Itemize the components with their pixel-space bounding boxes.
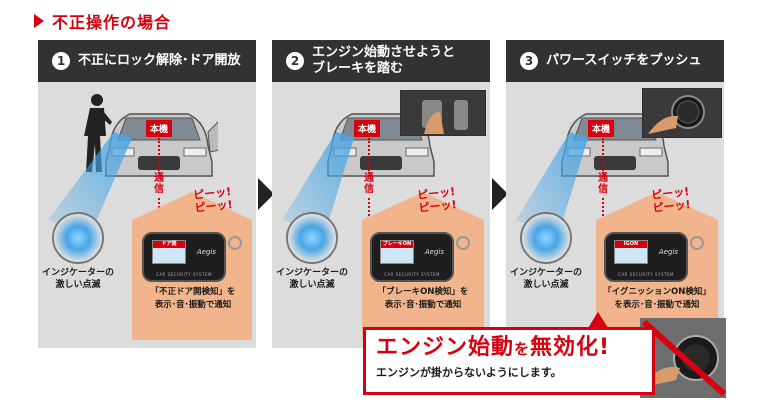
keyring-icon [456, 236, 470, 250]
remote-footer-2: CAR SECURITY SYSTEM [384, 272, 440, 277]
step-panel-2: 2 エンジン始動させようと ブレーキを踏む 本機 インジケーターの 激しい点滅 … [272, 40, 490, 348]
comm-label-3: 通信 [598, 173, 608, 195]
section-title-text: 不正操作の場合 [52, 13, 172, 32]
unit-label-3: 本機 [588, 120, 615, 137]
step-number-3: 3 [520, 52, 538, 70]
indicator-caption-line1: インジケーターの [41, 268, 114, 278]
indicator-caption-line2: 激しい点滅 [55, 279, 101, 290]
unit-label-2: 本機 [354, 120, 381, 137]
step-number-1: 1 [52, 52, 70, 70]
remote-screen-2: ブレーキON [380, 240, 414, 264]
beep-text-2: ピーッ! ピーッ! [417, 185, 458, 215]
remote-brand-1: Aegis [196, 248, 216, 256]
comm-label-2: 通信 [364, 173, 374, 195]
beep-text-3: ピーッ! ピーッ! [651, 185, 692, 215]
notify-text-1: 「不正ドア開検知」を 表示･音･振動で通知 [138, 286, 248, 312]
keyring-icon [228, 236, 242, 250]
keyring-icon [690, 236, 704, 250]
callout-pointer [588, 312, 608, 328]
remote-brand-2: Aegis [424, 248, 444, 256]
step-header-1: 1 不正にロック解除･ドア開放 [38, 40, 256, 82]
step-panel-1: 1 不正にロック解除･ドア開放 本機 インジケーターの 激しい点滅 通信 ピーッ… [38, 40, 256, 348]
next-arrow-icon [492, 178, 508, 210]
comm-line-3b [602, 198, 604, 224]
indicator-beam-2 [282, 132, 354, 236]
remote-screen-text-3: IGON [615, 241, 647, 248]
step-number-2: 2 [286, 52, 304, 70]
notify-line1: 「不正ドア開検知」を [150, 287, 236, 297]
step-title-2-line2: ブレーキを踏む [312, 61, 404, 76]
indicator-caption-line1: インジケーターの [275, 268, 348, 278]
remote-screen-1: ドア開 [152, 240, 186, 264]
remote-footer-1: CAR SECURITY SYSTEM [156, 272, 212, 277]
indicator-lamp-1 [52, 212, 104, 264]
notify-line1: 「ブレーキON検知」を [377, 287, 469, 297]
indicator-caption-2: インジケーターの 激しい点滅 [272, 268, 352, 291]
security-remote-1: ドア開 Aegis CAR SECURITY SYSTEM [142, 232, 226, 282]
step-title-1: 不正にロック解除･ドア開放 [78, 52, 241, 68]
comm-line-3 [602, 138, 604, 174]
callout-headline-a: エンジン始動 [376, 335, 515, 360]
step-panel-3: 3 パワースイッチをプッシュ 本機 インジケーターの 激しい点滅 通信 ピーッ!… [506, 40, 724, 348]
notify-line2: を表示･音･振動で通知 [614, 299, 700, 310]
indicator-caption-line1: インジケーターの [509, 268, 582, 278]
callout-headline-c: 無効化! [530, 335, 611, 360]
notify-line2: 表示･音･振動で通知 [154, 299, 232, 310]
notify-line2: 表示･音･振動で通知 [384, 299, 462, 310]
beep-text-1: ピーッ! ピーッ! [193, 185, 234, 215]
remote-brand-3: Aegis [658, 248, 678, 256]
step-title-2: エンジン始動させようと ブレーキを踏む [312, 45, 455, 78]
section-title: 不正操作の場合 [34, 10, 171, 32]
play-arrow-icon [34, 14, 44, 28]
comm-line-2 [368, 138, 370, 174]
notify-text-2: 「ブレーキON検知」を 表示･音･振動で通知 [368, 286, 478, 312]
callout-headline-b: を [514, 340, 531, 358]
security-remote-2: ブレーキON Aegis CAR SECURITY SYSTEM [370, 232, 454, 282]
remote-screen-text-1: ドア開 [153, 241, 185, 248]
callout-headline: エンジン始動を無効化! [376, 335, 642, 360]
notify-line1: 「イグニッションON検知」 [603, 287, 711, 297]
remote-screen-3: IGON [614, 240, 648, 264]
unit-label-1: 本機 [146, 120, 173, 137]
step-title-2-line1: エンジン始動させようと [312, 44, 456, 60]
remote-screen-text-2: ブレーキON [381, 241, 413, 248]
step-header-3: 3 パワースイッチをプッシュ [506, 40, 724, 82]
security-remote-3: IGON Aegis CAR SECURITY SYSTEM [604, 232, 688, 282]
callout-subtext: エンジンが掛からないようにします。 [376, 366, 562, 380]
notify-text-3: 「イグニッションON検知」 を表示･音･振動で通知 [602, 286, 712, 312]
result-callout: エンジン始動を無効化! エンジンが掛からないようにします。 [363, 327, 655, 395]
indicator-caption-line2: 激しい点滅 [523, 279, 569, 290]
indicator-beam-1 [48, 132, 132, 236]
comm-label-1: 通信 [154, 173, 164, 195]
indicator-beam-3 [516, 132, 588, 236]
next-arrow-icon [258, 178, 274, 210]
step-header-2: 2 エンジン始動させようと ブレーキを踏む [272, 40, 490, 82]
indicator-caption-1: インジケーターの 激しい点滅 [38, 268, 118, 291]
indicator-caption-3: インジケーターの 激しい点滅 [506, 268, 586, 291]
indicator-lamp-2 [286, 212, 338, 264]
indicator-caption-line2: 激しい点滅 [289, 279, 335, 290]
brake-pedal-inset [400, 90, 486, 136]
remote-footer-3: CAR SECURITY SYSTEM [618, 272, 674, 277]
comm-line-2b [368, 198, 370, 224]
indicator-lamp-3 [520, 212, 572, 264]
push-start-button-inset [642, 88, 722, 138]
step-title-3: パワースイッチをプッシュ [546, 52, 702, 68]
comm-line-1 [158, 138, 160, 174]
